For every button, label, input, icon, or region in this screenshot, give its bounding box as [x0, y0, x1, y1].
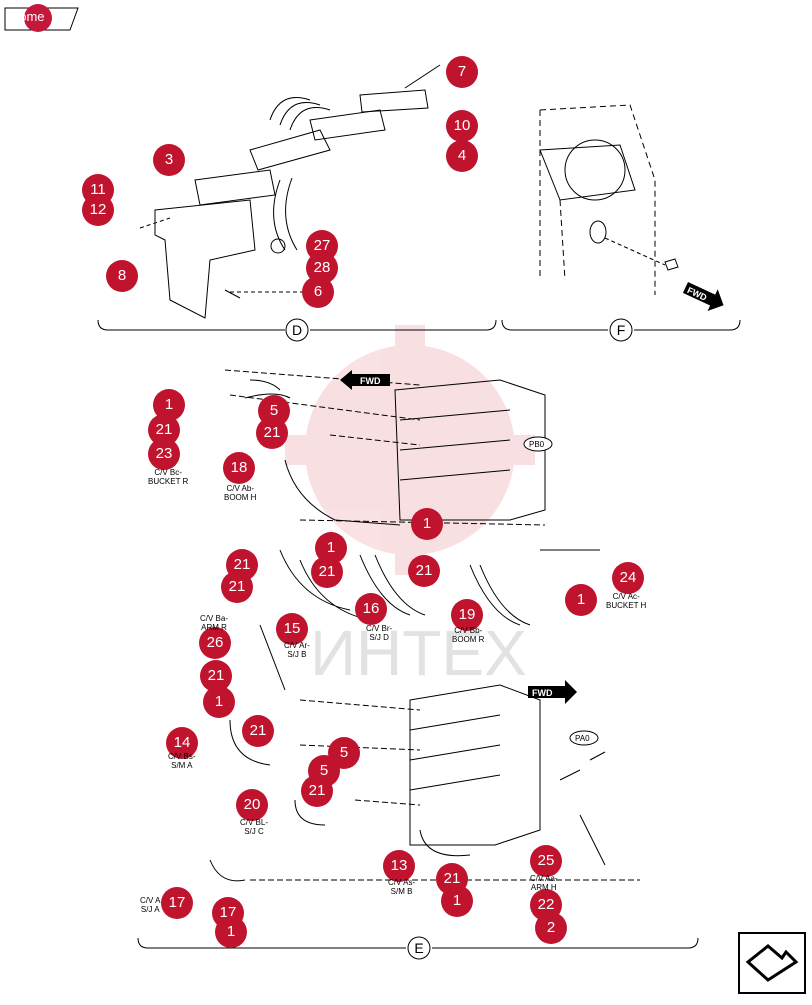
hose-25 — [579, 814, 606, 866]
callout-15[interactable]: 15 — [276, 613, 308, 645]
callout-1[interactable]: 1 — [565, 584, 597, 616]
home-button[interactable]: home — [4, 4, 79, 32]
callout-7[interactable]: 7 — [446, 56, 478, 88]
hose-16 — [359, 554, 426, 616]
callout-18[interactable]: 18 — [223, 452, 255, 484]
brace-e — [137, 937, 699, 949]
port-label-pa0: PA0 — [569, 730, 599, 746]
callout-23[interactable]: 23 — [148, 438, 180, 470]
svg-text:PB0: PB0 — [529, 440, 545, 449]
port-label-pb0: PB0 — [523, 436, 553, 452]
callout-3[interactable]: 3 — [153, 144, 185, 176]
callout-21[interactable]: 21 — [221, 571, 253, 603]
hose-13 — [419, 829, 471, 857]
svg-text:FWD: FWD — [360, 376, 381, 386]
callout-24[interactable]: 24 — [612, 562, 644, 594]
callout-8[interactable]: 8 — [106, 260, 138, 292]
svg-text:PA0: PA0 — [575, 734, 590, 743]
hose-20 — [294, 799, 326, 826]
port-f — [589, 220, 607, 244]
hose-14 — [229, 719, 271, 766]
hose-label: C/V A S/J A — [140, 896, 161, 914]
mounting-bracket — [154, 199, 256, 319]
callout-1[interactable]: 1 — [411, 508, 443, 540]
callout-21[interactable]: 21 — [256, 417, 288, 449]
callout-1[interactable]: 1 — [203, 686, 235, 718]
hose-label: C/V Ab- BOOM H — [224, 484, 257, 502]
fwd-arrow-middle: FWD — [528, 680, 577, 704]
hose-19 — [469, 564, 531, 626]
svg-text:F: F — [617, 322, 626, 338]
hose-18 — [284, 459, 401, 526]
callout-19[interactable]: 19 — [451, 599, 483, 631]
hose-23 — [244, 379, 291, 399]
hose-label: C/V Aa- ARM H — [530, 874, 558, 892]
hose-label: C/V Bs- S/M A — [168, 752, 196, 770]
callout-21[interactable]: 21 — [242, 715, 274, 747]
next-arrow-icon — [738, 932, 806, 994]
hose-label: C/V Ba- ARM R — [200, 614, 229, 632]
hose-label: C/V Br- S/J D — [366, 624, 393, 642]
motor-flange — [564, 139, 626, 201]
hose-bundle — [269, 97, 331, 131]
callout-6[interactable]: 6 — [302, 276, 334, 308]
callout-20[interactable]: 20 — [236, 789, 268, 821]
callout-21[interactable]: 21 — [311, 556, 343, 588]
fwd-arrow-upper: FWD — [340, 370, 390, 390]
plug-f — [664, 258, 679, 271]
hose-26 — [259, 624, 286, 691]
svg-text:E: E — [414, 940, 423, 956]
callout-16[interactable]: 16 — [355, 593, 387, 625]
hose-label: C/V Ar- S/J B — [284, 641, 310, 659]
callout-10[interactable]: 10 — [446, 110, 478, 142]
brace-f — [501, 319, 741, 331]
control-valve-lower — [409, 684, 541, 846]
bolt-7 — [404, 64, 441, 89]
hose-label: C/V Ac- BUCKET H — [606, 592, 647, 610]
section-marker-d: D — [285, 318, 309, 342]
callout-1[interactable]: 1 — [441, 885, 473, 917]
watermark-gear — [285, 325, 535, 575]
upper-bracket — [359, 89, 429, 113]
watermark-text: ИНТЕХ — [310, 617, 527, 689]
callout-13[interactable]: 13 — [383, 850, 415, 882]
hose-label: C/V Bb- BOOM R — [452, 626, 485, 644]
hose-17 — [209, 859, 246, 882]
brace-d — [97, 319, 497, 331]
control-valve-upper — [394, 379, 546, 521]
callout-4[interactable]: 4 — [446, 140, 478, 172]
callout-12[interactable]: 12 — [82, 194, 114, 226]
housing-outline — [539, 104, 656, 295]
callout-14[interactable]: 14 — [166, 727, 198, 759]
home-dot — [24, 4, 52, 32]
callout-2[interactable]: 2 — [535, 912, 567, 944]
callout-21[interactable]: 21 — [301, 775, 333, 807]
hose-label: C/V As- S/M B — [388, 878, 416, 896]
section-marker-f: F — [609, 318, 633, 342]
cover-plate — [539, 144, 636, 201]
hose-label: C/V BL- S/J C — [240, 818, 269, 836]
callout-26[interactable]: 26 — [199, 627, 231, 659]
connector-block — [194, 169, 276, 206]
fitting-27 — [270, 238, 286, 254]
callout-17[interactable]: 17 — [161, 887, 193, 919]
svg-text:D: D — [292, 322, 302, 338]
section-marker-e: E — [407, 936, 431, 960]
callout-1[interactable]: 1 — [215, 916, 247, 948]
fwd-arrow-f: FWD — [682, 282, 724, 311]
hose-down — [273, 177, 298, 251]
svg-text:FWD: FWD — [532, 688, 553, 698]
hose-label: C/V Bc- BUCKET R — [148, 468, 189, 486]
home-label: home — [12, 9, 45, 24]
callout-21[interactable]: 21 — [408, 555, 440, 587]
hose-clamp — [249, 129, 331, 171]
clamp-plate — [309, 109, 386, 141]
callout-25[interactable]: 25 — [530, 845, 562, 877]
next-page-button[interactable] — [738, 932, 806, 994]
